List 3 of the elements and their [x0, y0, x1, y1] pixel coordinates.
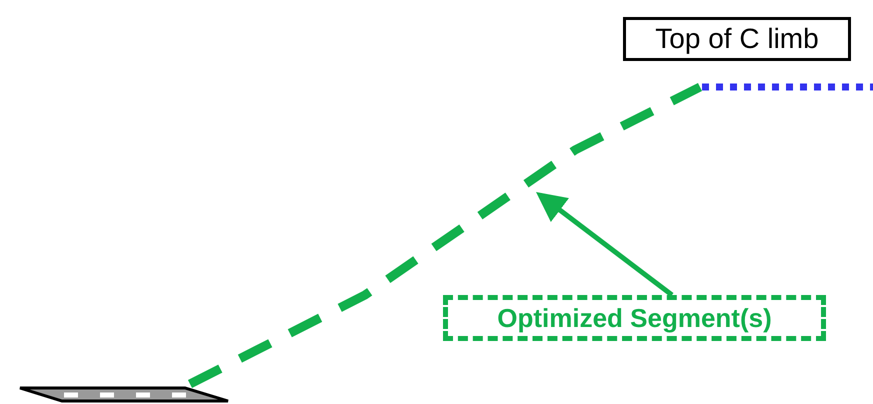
arrow	[536, 192, 674, 297]
label-box: Top of C limb	[623, 17, 851, 61]
label-box: Optimized Segment(s)	[443, 295, 826, 341]
